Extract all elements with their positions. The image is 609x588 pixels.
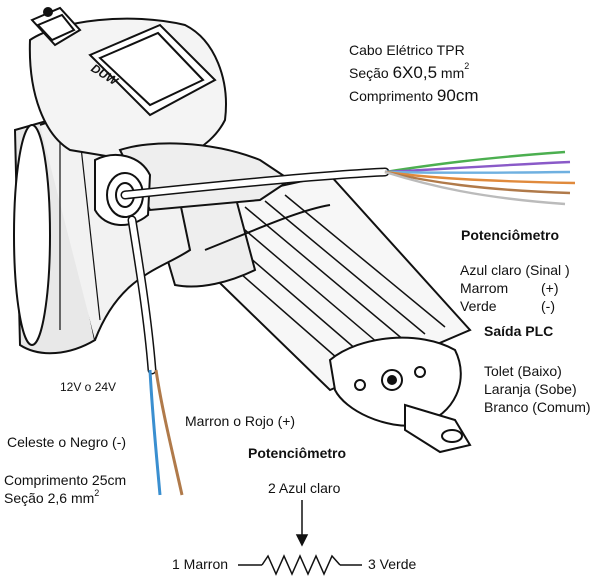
pot-right-label: 3 Verde [368, 556, 417, 572]
cable-title: Cabo Elétrico TPR [349, 42, 465, 58]
cable-section-value: 6X0,5 [392, 63, 438, 82]
feedback-row-3-name: Verde [460, 298, 497, 314]
wire-brown-power [154, 369, 184, 496]
neg-wire-label: Celeste o Negro (-) [7, 434, 127, 450]
power-cable [127, 215, 184, 496]
pot-title: Potenciômetro [248, 445, 347, 461]
wire-blue [148, 369, 162, 496]
feedback-title: Potenciômetro [461, 227, 560, 243]
power-section-sup: 2 [94, 488, 100, 498]
plc-row-2: Laranja (Sobe) [484, 381, 577, 397]
cable-gland [94, 154, 152, 227]
wire-white [384, 170, 566, 206]
pot-schematic [238, 500, 362, 576]
cable-section-unit: mm [437, 65, 465, 81]
cable-length-value: 90cm [436, 86, 479, 105]
pot-left-label: 1 Marron [172, 556, 229, 572]
wire-brown [384, 170, 571, 195]
feedback-row-2-name: Marrom [460, 280, 509, 296]
plc-row-1: Tolet (Baixo) [484, 363, 562, 379]
cable-length-prefix: Comprimento [349, 88, 437, 104]
plc-row-3: Branco (Comum) [484, 399, 591, 415]
plc-title: Saída PLC [484, 323, 554, 339]
power-length: Comprimento 25cm [4, 472, 127, 488]
cable-section: Seção 6X0,5 mm2 [349, 61, 470, 83]
feedback-row-1: Azul claro (Sinal ) [460, 262, 570, 278]
wire-orange [384, 170, 576, 185]
feedback-row-1-value: (Sinal ) [525, 262, 570, 278]
pot-wiper-label: 2 Azul claro [268, 480, 341, 496]
rod-end [328, 336, 472, 454]
feedback-row-2-value: (+) [541, 280, 559, 296]
power-section-prefix: Seção 2,6 mm [4, 490, 95, 506]
voltage-label: 12V o 24V [60, 380, 117, 394]
pos-wire-label: Marron o Rojo (+) [185, 413, 296, 429]
feedback-row-1-name: Azul claro [460, 262, 522, 278]
cable-section-prefix: Seção [349, 65, 393, 81]
tpr-cable [120, 150, 576, 206]
cable-section-sup: 2 [464, 61, 470, 71]
wire-green [384, 150, 566, 174]
feedback-row-3-value: (-) [541, 298, 555, 314]
wire-lightblue [384, 170, 571, 174]
power-section: Seção 2,6 mm2 [4, 488, 100, 506]
cable-length: Comprimento 90cm [349, 86, 479, 106]
